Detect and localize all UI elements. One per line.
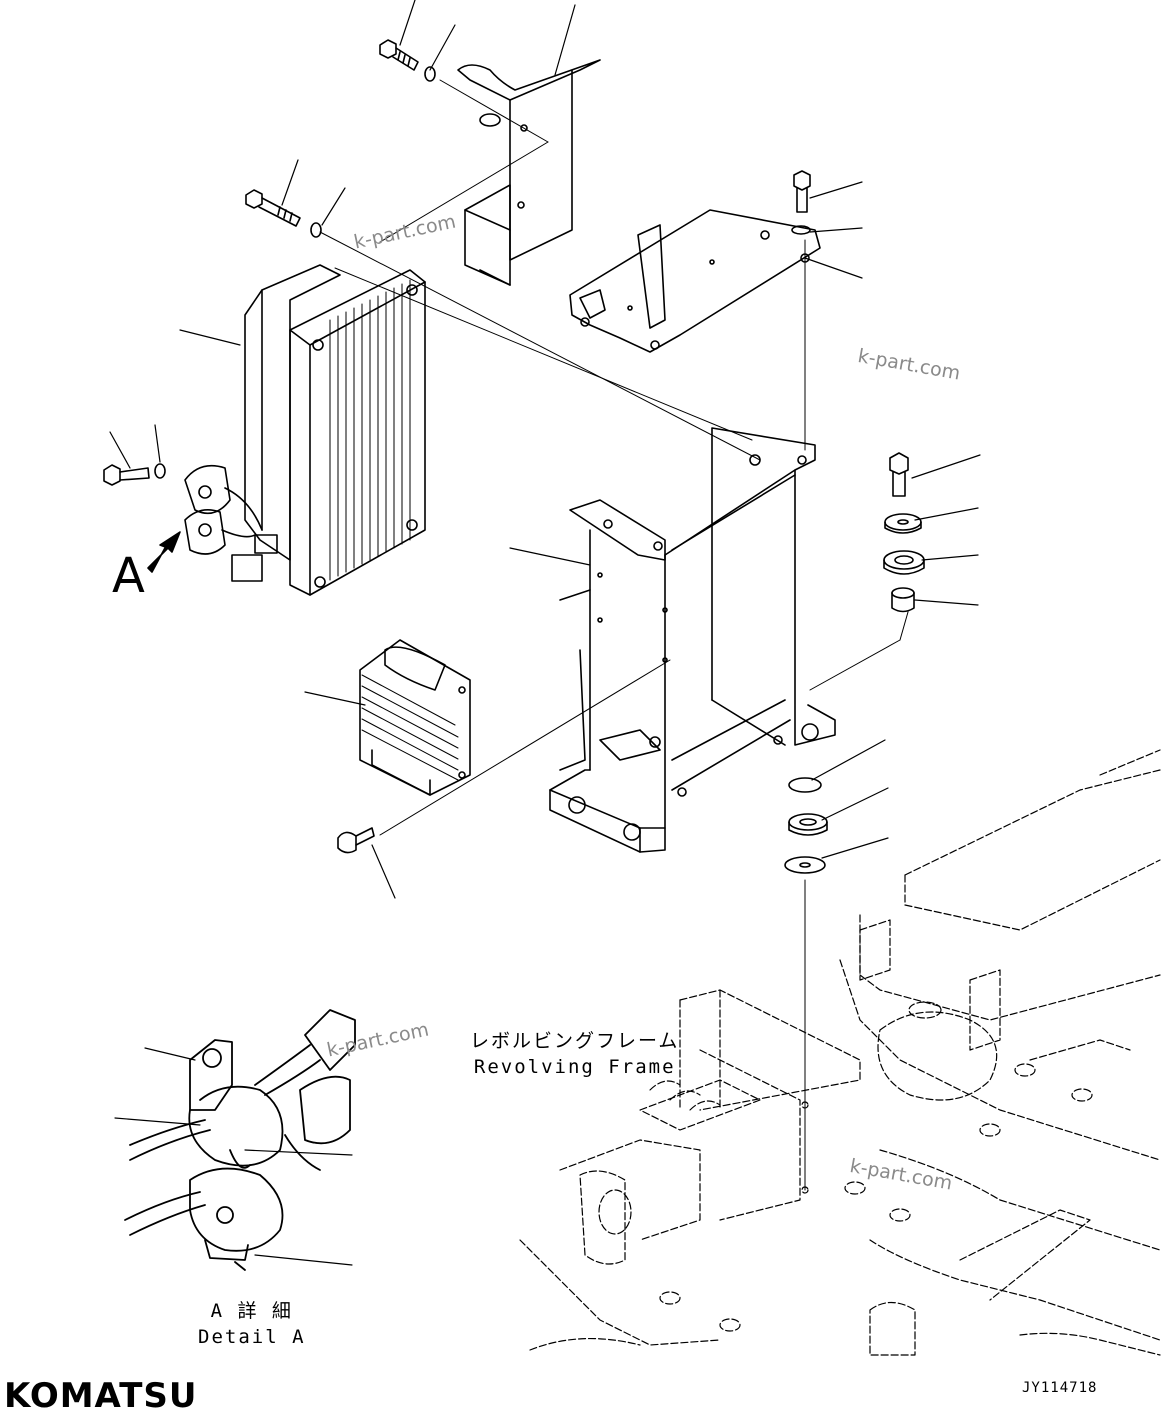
mount-bolt	[889, 452, 909, 497]
top-bolt	[379, 39, 419, 71]
view-a-letter: A	[112, 548, 145, 604]
right-upper-washer	[791, 225, 811, 235]
top-bracket	[457, 59, 601, 286]
mount-collar	[891, 587, 915, 613]
connector-assembly	[184, 464, 278, 582]
detail-a-label: A 詳 細 Detail A	[198, 1298, 306, 1350]
leader-lines	[109, 0, 981, 1266]
revolving-frame-label: レボルビングフレーム Revolving Frame	[470, 1028, 679, 1080]
detail-a-connector	[124, 1009, 356, 1271]
small-controller	[359, 639, 471, 796]
detail-a-label-en: Detail A	[198, 1326, 306, 1348]
view-arrow	[147, 531, 181, 573]
mount-washer	[884, 513, 922, 534]
right-upper-bolt	[793, 170, 811, 213]
lower-washer-2	[784, 856, 826, 874]
main-bracket	[549, 427, 836, 853]
revolving-frame	[519, 749, 1161, 1356]
komatsu-logo: KOMATSU	[4, 1376, 198, 1416]
controller-washer	[154, 463, 166, 479]
controller-screw	[337, 827, 375, 854]
revolving-frame-label-en: Revolving Frame	[473, 1056, 676, 1078]
drawing-id: JY114718	[1022, 1380, 1098, 1396]
lower-rubber	[788, 813, 828, 836]
mount-rubber	[883, 550, 925, 575]
controller-bolt	[103, 464, 150, 486]
left-upper-bolt	[245, 189, 301, 227]
revolving-frame-label-jp: レボルビングフレーム	[470, 1030, 680, 1052]
detail-a-label-jp: A 詳 細	[210, 1300, 293, 1322]
top-washer	[424, 66, 436, 82]
lower-washer-1	[788, 777, 822, 793]
assembly-lines	[319, 79, 909, 1191]
controller-unit	[244, 264, 426, 596]
cover-plate	[569, 209, 821, 353]
left-upper-washer	[310, 222, 322, 238]
